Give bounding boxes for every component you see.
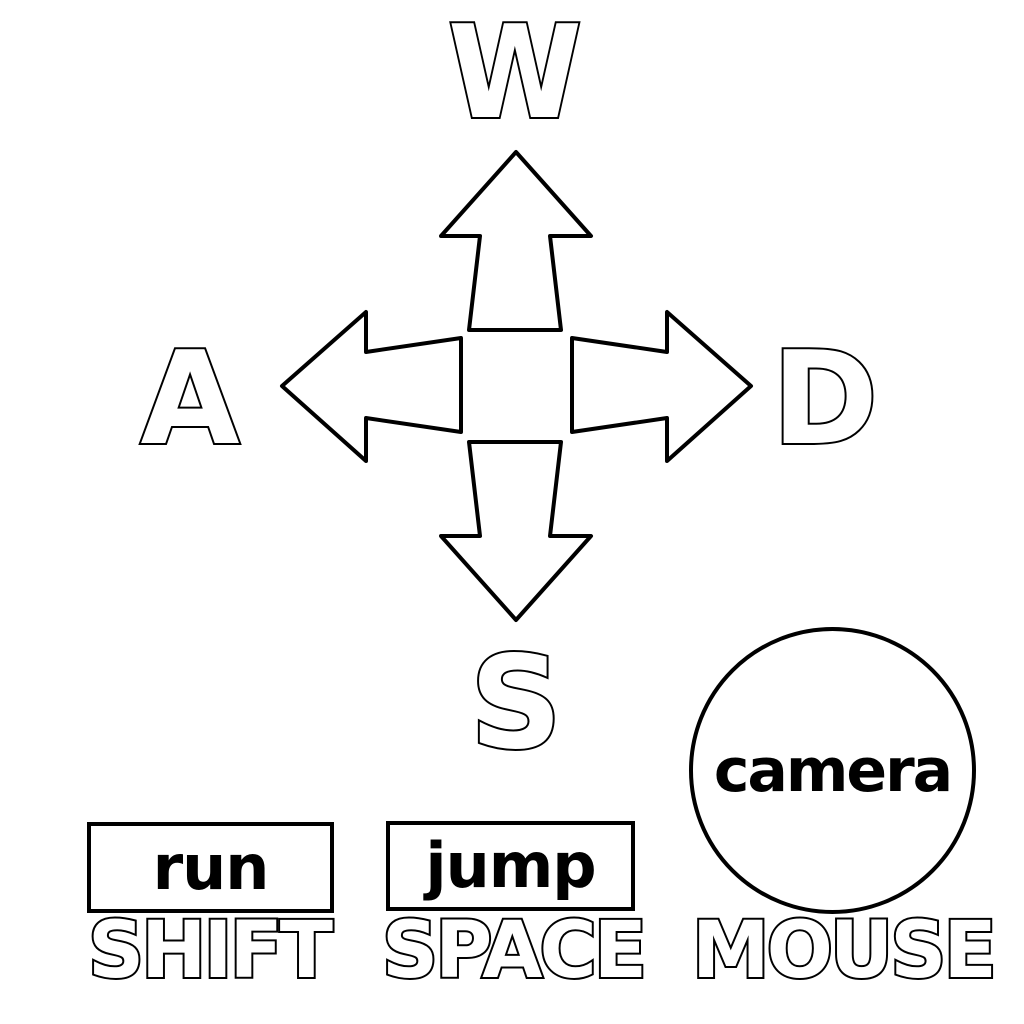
jump-action-box: jump — [386, 821, 635, 911]
camera-action-circle: camera — [689, 627, 976, 914]
arrow-down-icon — [439, 440, 593, 622]
key-s-label: S — [468, 629, 564, 778]
key-a-label: A — [138, 325, 241, 474]
camera-label: camera — [713, 735, 953, 806]
space-key-label: SPACE — [380, 906, 649, 996]
shift-key-label: SHIFT — [86, 906, 335, 996]
jump-label: jump — [425, 829, 596, 902]
arrow-right-icon — [570, 310, 753, 463]
run-action-box: run — [87, 822, 334, 913]
key-d-label: D — [770, 325, 880, 474]
arrow-left-icon — [280, 310, 463, 463]
key-w-label: W — [446, 0, 584, 148]
run-label: run — [152, 830, 270, 904]
mouse-key-label: MOUSE — [690, 906, 999, 996]
arrow-up-icon — [439, 150, 593, 332]
